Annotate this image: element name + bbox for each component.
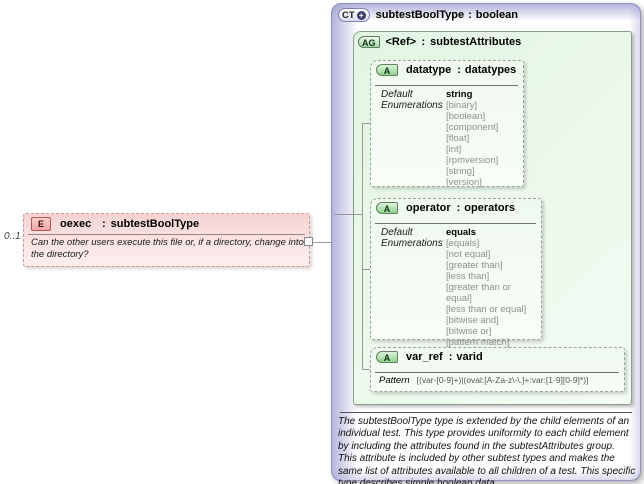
facet-values: equals [equals][not equal][greater than]… — [446, 227, 539, 348]
attribute-type: varid — [456, 351, 483, 363]
attribute-group-box: AG <Ref> : subtestAttributes A datatype … — [334, 31, 632, 405]
tree-trunk-line — [362, 123, 363, 370]
enumeration-value: [int] — [446, 144, 462, 155]
enumeration-value: [bitwise and] — [446, 315, 499, 326]
facet-values: string [binary][boolean][component][floa… — [446, 89, 521, 188]
attribute-group-header[interactable]: AG <Ref> : subtestAttributes — [358, 36, 521, 48]
attribute-badge: A — [376, 202, 398, 214]
colon-separator: : — [457, 64, 461, 76]
element-badge: E — [31, 217, 51, 231]
default-value: equals — [446, 227, 477, 238]
pattern-value: [(var-[0-9]+)|(oval:[A-Za-z\-\.]+:var:[1… — [416, 375, 589, 385]
attribute-divider — [375, 85, 518, 86]
attribute-header: A var_ref : varid — [371, 348, 624, 363]
attribute-varref-box[interactable]: A var_ref : varid Pattern [(var-[0-9]+)|… — [370, 347, 625, 392]
element-annotation: Can the other users execute this file or… — [31, 237, 304, 260]
attribute-type: datatypes — [464, 64, 517, 76]
enumeration-list: [equals][not equal][greater than][less t… — [446, 238, 539, 348]
attribute-type: operators — [464, 202, 516, 214]
connector-line — [310, 242, 334, 243]
ct-badge-label: CT — [342, 9, 355, 21]
enumeration-value: [less than] — [446, 271, 490, 282]
enumeration-value: [equals] — [446, 238, 480, 249]
enumeration-value: [bitwise or] — [446, 326, 492, 337]
facet-label-enumerations: Enumerations — [381, 100, 443, 111]
enumeration-value: [binary] — [446, 100, 478, 111]
enumeration-value: [boolean] — [446, 111, 486, 122]
enumeration-value: [not equal] — [446, 249, 491, 260]
enumeration-value: [float] — [446, 133, 470, 144]
element-oexec-box[interactable]: E oexec : subtestBoolType Can the other … — [23, 213, 310, 267]
tree-stub-line — [362, 369, 370, 370]
attribute-group-badge: AG — [358, 36, 380, 48]
colon-separator: : — [421, 36, 426, 48]
facet-table: Default Enumerations string [binary][boo… — [381, 89, 521, 188]
colon-separator: : — [456, 202, 461, 214]
cardinality-label: 0..1 — [4, 231, 21, 242]
facet-label-pattern: Pattern — [379, 375, 410, 386]
tree-feeder-line — [334, 214, 362, 215]
complex-type-panel: CT + subtestBoolType:boolean AG <Ref> : … — [331, 3, 641, 484]
attribute-name: datatype — [406, 64, 452, 76]
enumeration-value: [string] — [446, 166, 475, 177]
tree-stub-line — [362, 269, 370, 270]
enumeration-value: [component] — [446, 122, 499, 133]
facet-labels: Default Enumerations — [381, 227, 446, 348]
enumeration-value: [less than or equal] — [446, 304, 527, 315]
enumeration-value: [rpmversion] — [446, 155, 499, 166]
attribute-operator-box[interactable]: A operator : operators Default Enumerati… — [370, 198, 542, 348]
colon-separator: : — [448, 351, 453, 363]
colon-separator: : — [102, 218, 106, 230]
facet-labels: Default Enumerations — [381, 89, 446, 188]
attribute-header: A datatype : datatypes — [371, 61, 523, 76]
element-divider — [28, 234, 305, 235]
enumeration-value: [greater than] — [446, 260, 503, 271]
facet-label-enumerations: Enumerations — [381, 238, 443, 249]
attribute-datatype-box[interactable]: A datatype : datatypes Default Enumerati… — [370, 60, 524, 188]
facet-label-default: Default — [381, 227, 413, 238]
facet-table: Pattern [(var-[0-9]+)|(oval:[A-Za-z\-\.]… — [379, 375, 621, 386]
complex-type-header: CT + subtestBoolType:boolean — [338, 8, 518, 22]
element-header: E oexec : subtestBoolType — [24, 214, 309, 231]
attribute-group-ref: <Ref> — [385, 36, 417, 48]
tree-stub-line — [362, 123, 370, 124]
complex-type-title: subtestBoolType:boolean — [376, 9, 518, 21]
enumeration-value: [greater than or equal] — [446, 282, 511, 304]
expand-icon[interactable]: + — [356, 10, 366, 20]
colon-separator: : — [468, 9, 472, 21]
default-value: string — [446, 89, 473, 100]
element-type: subtestBoolType — [110, 218, 200, 230]
connector-handle — [304, 237, 313, 246]
attribute-divider — [375, 223, 536, 224]
attribute-badge: A — [376, 351, 398, 363]
complex-type-base: boolean — [475, 9, 518, 21]
attribute-header: A operator : operators — [371, 199, 541, 214]
attribute-badge: A — [376, 64, 398, 76]
element-name: oexec — [60, 218, 92, 230]
attribute-divider — [375, 372, 619, 373]
attribute-name: operator — [406, 202, 451, 214]
enumeration-value: [pattern match] — [446, 337, 510, 348]
attribute-group-type: subtestAttributes — [430, 36, 522, 48]
attribute-name: var_ref — [406, 351, 443, 363]
description-divider — [340, 412, 632, 413]
complex-type-badge: CT + — [338, 8, 370, 22]
type-description: The subtestBoolType type is extended by … — [338, 416, 636, 484]
enumeration-list: [binary][boolean][component][float][int]… — [446, 100, 521, 188]
facet-table: Default Enumerations equals [equals][not… — [381, 227, 539, 348]
facet-label-default: Default — [381, 89, 413, 100]
complex-type-name: subtestBoolType — [375, 9, 465, 21]
enumeration-value: [version] — [446, 177, 482, 188]
